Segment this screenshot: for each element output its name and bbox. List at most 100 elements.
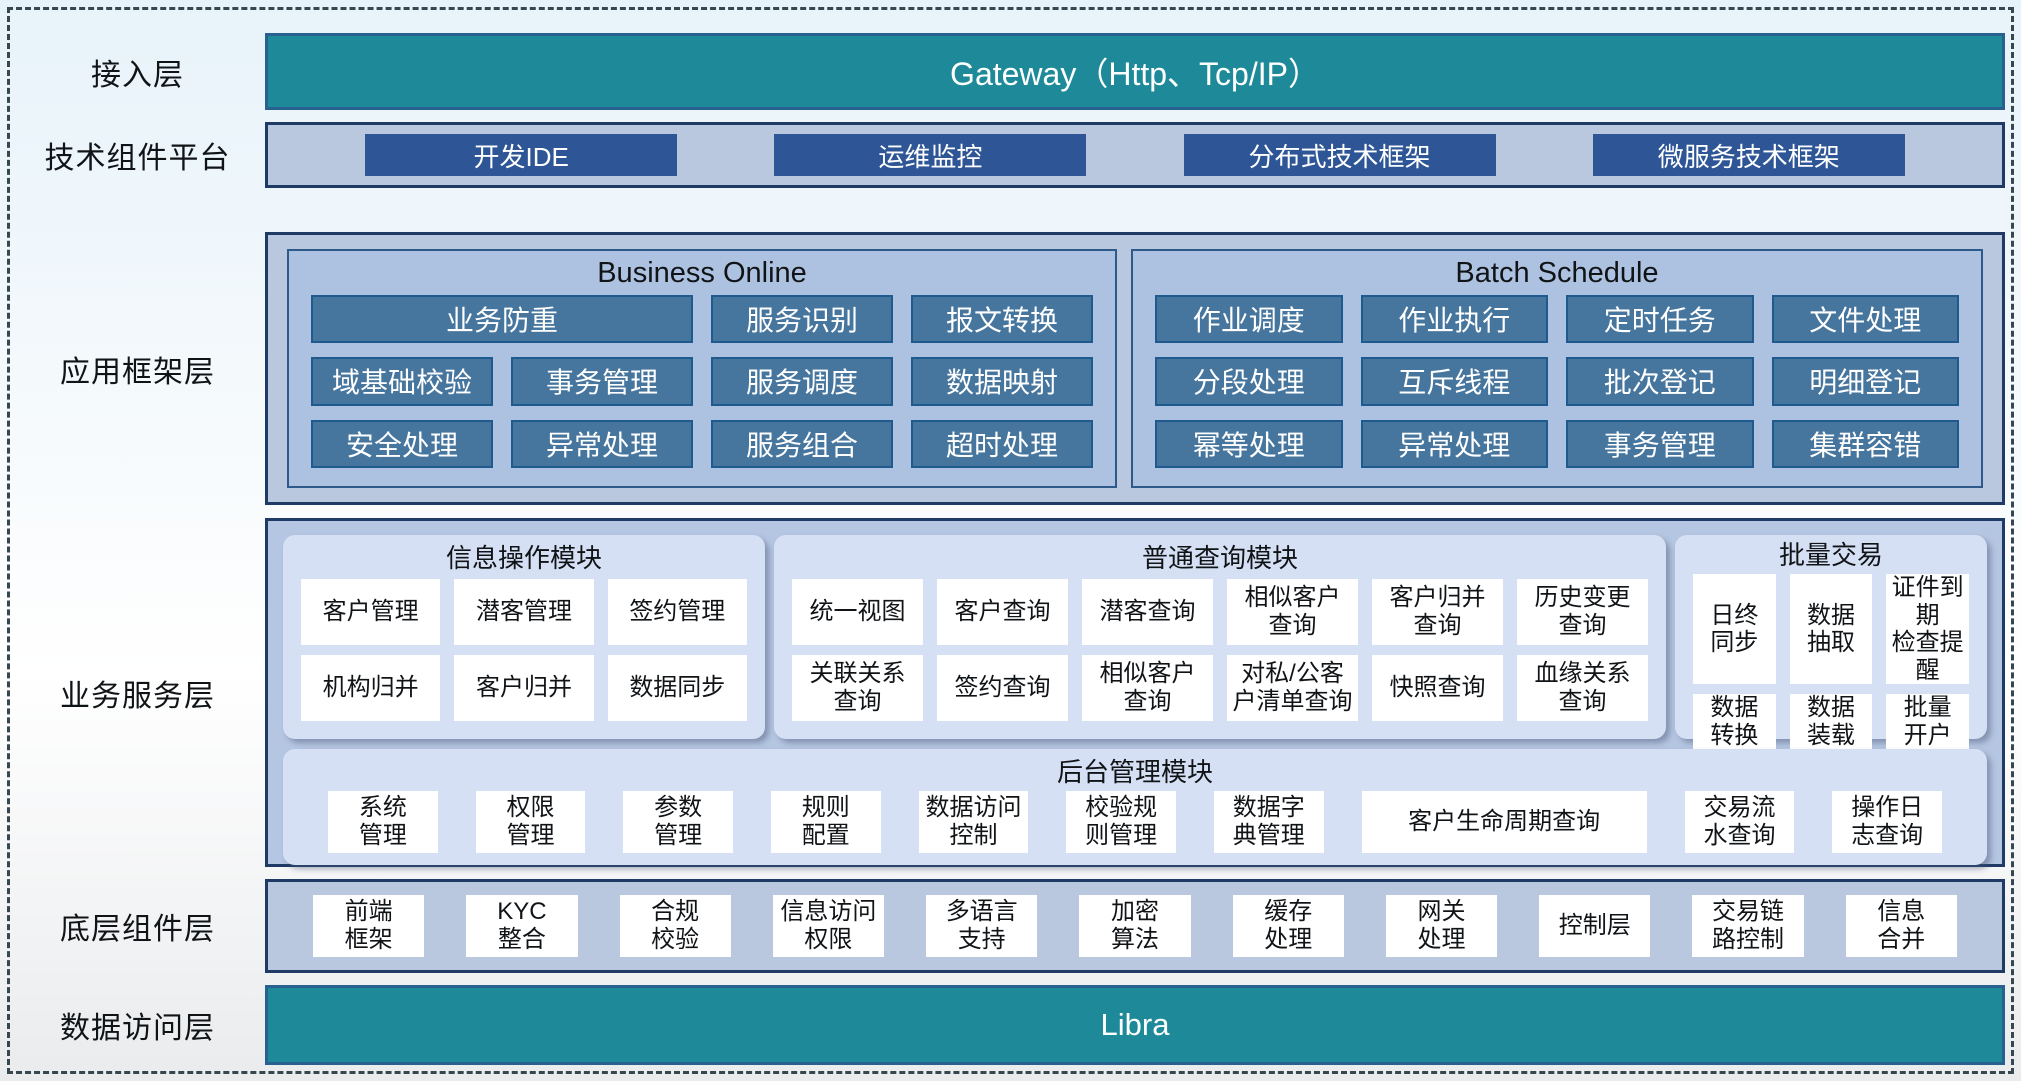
admin-cell: 操作日 志查询 [1832, 791, 1943, 853]
framework-function-button: 幂等处理 [1155, 419, 1343, 468]
framework-function-button: 作业执行 [1360, 295, 1548, 344]
gateway-bar-text: Gateway（Http、Tcp/IP） [950, 55, 1320, 92]
tech-platform-button: 微服务技术框架 [1592, 134, 1905, 176]
base-component-cell: 信息访问 权限 [772, 895, 885, 957]
admin-cell: 系统 管理 [328, 791, 438, 853]
layer-label-app-framework: 应用框架层 [60, 355, 215, 389]
framework-function-button: 批次登记 [1566, 357, 1754, 406]
admin-cell: 数据访问 控制 [918, 791, 1029, 853]
layer-label-data-access: 数据访问层 [60, 1012, 215, 1045]
service-module-panel: 信息操作模块客户管理潜客管理签约管理机构归并客户归并数据同步 [283, 535, 765, 739]
base-component-cell: 网关 处理 [1385, 895, 1498, 957]
base-component-cell: 控制层 [1539, 895, 1651, 957]
framework-function-button: 事务管理 [1566, 419, 1754, 468]
base-component-cell: 合规 校验 [619, 895, 731, 957]
service-cell: 数据 转换 [1693, 694, 1776, 750]
gateway-bar: Gateway（Http、Tcp/IP） [265, 33, 2005, 110]
service-module-panel: 普通查询模块统一视图客户查询潜客查询相似客户 查询客户归并 查询历史变更 查询关… [774, 535, 1666, 739]
service-cell: 潜客管理 [454, 579, 594, 645]
base-component-cell: KYC 整合 [466, 895, 578, 957]
service-cell: 签约查询 [937, 655, 1068, 721]
framework-function-button: 集群容错 [1771, 419, 1959, 468]
batch-schedule-title: Batch Schedule [1455, 256, 1659, 289]
service-cell: 客户归并 [454, 655, 594, 721]
service-module-cells: 日终 同步数据 抽取证件到期 检查提醒数据 转换数据 装载批量 开户 [1675, 572, 1987, 768]
framework-function-button: 服务组合 [711, 419, 893, 468]
service-cell: 相似客户 查询 [1082, 655, 1213, 721]
admin-cell: 客户生命周期查询 [1361, 791, 1647, 853]
business-online-title: Business Online [597, 256, 807, 289]
service-cell: 客户管理 [301, 579, 441, 645]
framework-function-button: 异常处理 [511, 419, 693, 468]
framework-function-button: 互斥线程 [1360, 357, 1548, 406]
service-cell: 客户查询 [937, 579, 1068, 645]
framework-function-button: 事务管理 [511, 357, 693, 406]
base-component-cell: 多语言 支持 [926, 895, 1038, 957]
admin-module-title: 后台管理模块 [1056, 756, 1213, 787]
base-component-cell: 缓存 处理 [1232, 895, 1344, 957]
service-cell: 客户归并 查询 [1372, 579, 1503, 645]
service-cell: 批量 开户 [1886, 694, 1969, 750]
batch-schedule-panel: Batch Schedule 作业调度作业执行定时任务文件处理分段处理互斥线程批… [1131, 249, 1983, 488]
business-online-grid: 业务防重服务识别报文转换域基础校验事务管理服务调度数据映射安全处理异常处理服务组… [289, 295, 1115, 486]
service-module-title: 普通查询模块 [1141, 542, 1298, 573]
admin-cell: 权限 管理 [475, 791, 586, 853]
framework-function-button: 业务防重 [311, 295, 693, 344]
framework-function-button: 异常处理 [1360, 419, 1548, 468]
admin-cell: 校验规 则管理 [1066, 791, 1176, 853]
framework-function-button: 服务调度 [711, 357, 893, 406]
admin-module-cells: 系统 管理权限 管理参数 管理规则 配置数据访问 控制校验规 则管理数据字 典管… [283, 791, 1987, 865]
service-cell: 签约管理 [607, 579, 747, 645]
service-cell: 相似客户 查询 [1227, 579, 1358, 645]
admin-cell: 参数 管理 [623, 791, 733, 853]
framework-function-button: 作业调度 [1155, 295, 1343, 344]
service-cell: 历史变更 查询 [1517, 579, 1648, 645]
tech-platform-button: 分布式技术框架 [1183, 134, 1496, 176]
framework-function-button: 文件处理 [1771, 295, 1959, 344]
tech-platform-container: 开发IDE 运维监控 分布式技术框架 微服务技术框架 [265, 122, 2005, 188]
service-module-cells: 客户管理潜客管理签约管理机构归并客户归并数据同步 [283, 577, 765, 739]
base-component-cell: 前端 框架 [313, 895, 425, 957]
framework-function-button: 安全处理 [311, 419, 493, 468]
framework-function-button: 数据映射 [911, 357, 1093, 406]
service-module-title: 批量交易 [1778, 540, 1883, 570]
service-cell: 机构归并 [301, 655, 441, 721]
framework-function-button: 报文转换 [911, 295, 1093, 344]
libra-bar-text: Libra [1100, 1007, 1170, 1042]
service-cell: 日终 同步 [1693, 574, 1776, 685]
service-cell: 潜客查询 [1082, 579, 1213, 645]
layer-label-business-service: 业务服务层 [60, 679, 215, 713]
base-component-cell: 信息 合并 [1845, 895, 1957, 957]
app-framework-container: Business Online 业务防重服务识别报文转换域基础校验事务管理服务调… [265, 232, 2005, 505]
framework-function-button: 超时处理 [911, 419, 1093, 468]
admin-cell: 交易流 水查询 [1684, 791, 1795, 853]
libra-bar: Libra [265, 985, 2005, 1065]
base-component-cell: 交易链 路控制 [1692, 895, 1804, 957]
business-online-panel: Business Online 业务防重服务识别报文转换域基础校验事务管理服务调… [287, 249, 1117, 488]
business-service-container: 信息操作模块客户管理潜客管理签约管理机构归并客户归并数据同步普通查询模块统一视图… [265, 518, 2005, 867]
framework-function-button: 服务识别 [711, 295, 893, 344]
tech-platform-button: 运维监控 [774, 134, 1087, 176]
framework-function-button: 分段处理 [1155, 357, 1343, 406]
service-modules-row: 信息操作模块客户管理潜客管理签约管理机构归并客户归并数据同步普通查询模块统一视图… [283, 535, 1987, 750]
framework-function-button: 明细登记 [1771, 357, 1959, 406]
tech-platform-button: 开发IDE [365, 134, 678, 176]
admin-module-panel: 后台管理模块 系统 管理权限 管理参数 管理规则 配置数据访问 控制校验规 则管… [283, 749, 1987, 865]
framework-function-button: 域基础校验 [311, 357, 493, 406]
service-cell: 快照查询 [1372, 655, 1503, 721]
base-components-container: 前端 框架 KYC 整合合规 校验信息访问 权限多语言 支持加密 算法缓存 处理网… [265, 879, 2005, 973]
service-cell: 数据 装载 [1789, 694, 1873, 750]
layer-label-tech-platform: 技术组件平台 [44, 142, 231, 175]
service-module-title: 信息操作模块 [445, 542, 602, 573]
framework-function-button: 定时任务 [1566, 295, 1754, 344]
layer-label-base-components: 底层组件层 [60, 913, 215, 946]
service-cell: 血缘关系 查询 [1517, 655, 1648, 721]
service-cell: 证件到期 检查提醒 [1886, 574, 1969, 685]
service-module-panel: 批量交易日终 同步数据 抽取证件到期 检查提醒数据 转换数据 装载批量 开户 [1675, 535, 1987, 750]
service-module-cells: 统一视图客户查询潜客查询相似客户 查询客户归并 查询历史变更 查询关联关系 查询… [774, 577, 1666, 739]
service-cell: 关联关系 查询 [792, 655, 923, 721]
service-cell: 数据 抽取 [1789, 574, 1873, 685]
layer-label-access: 接入层 [91, 58, 184, 92]
admin-cell: 数据字 典管理 [1213, 791, 1324, 853]
base-component-cell: 加密 算法 [1079, 895, 1191, 957]
